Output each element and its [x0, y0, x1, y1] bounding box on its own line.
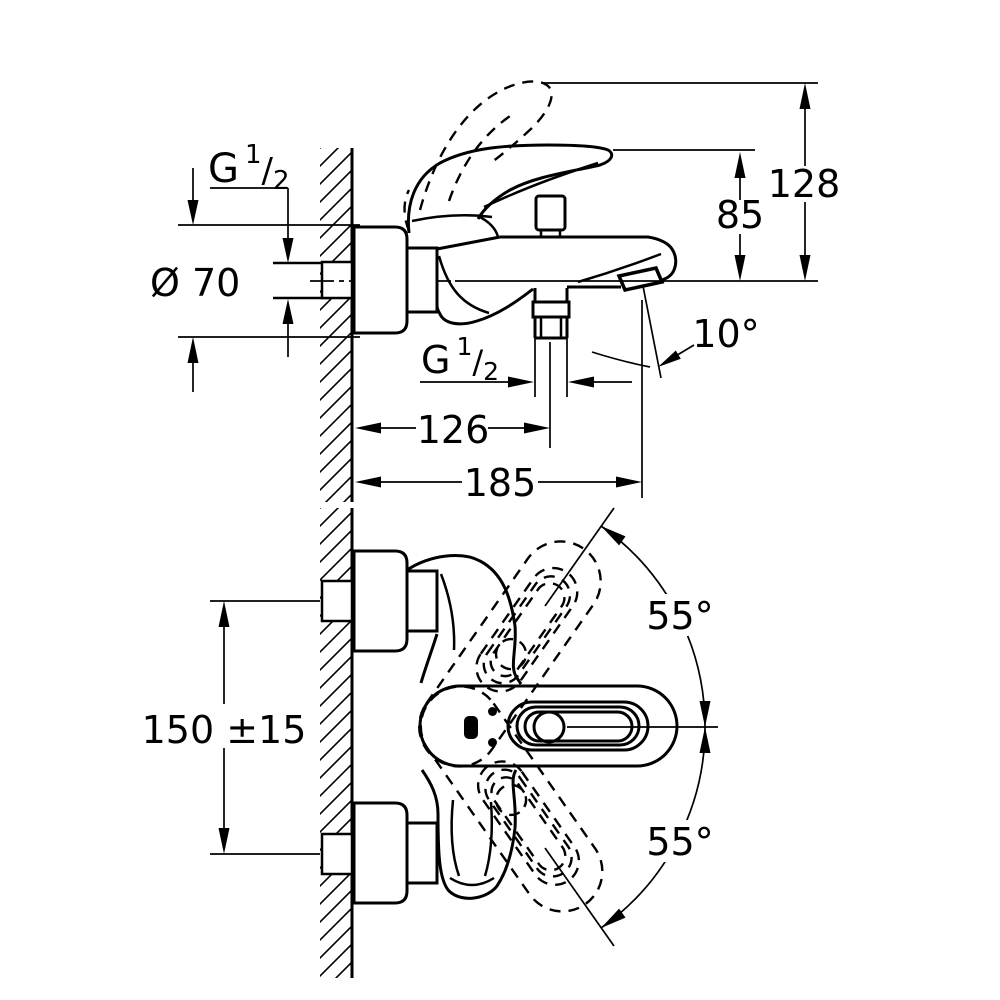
dimension-connection-spacing: 150 ±15: [142, 600, 320, 855]
shower-outlet: [531, 288, 571, 340]
inlet-pipe: [273, 260, 455, 300]
dimension-wall-to-outlet: 126: [355, 342, 551, 452]
swivel-up-label: 55°: [646, 594, 713, 638]
temperature-mark: [464, 716, 478, 739]
hot-dot: [488, 707, 497, 716]
dimension-escutcheon-diameter: Ø 70: [150, 168, 360, 392]
upper-connection: [320, 549, 439, 653]
height-overall-label: 128: [768, 162, 841, 206]
swivel-down-label: 55°: [646, 820, 713, 864]
cold-dot: [488, 738, 497, 747]
wall-to-spout-tip-label: 185: [464, 461, 537, 505]
connection-spacing-label: 150 ±15: [142, 708, 307, 752]
escutcheon-diameter-label: Ø 70: [150, 261, 240, 305]
faucet-body-side: [406, 143, 678, 340]
escutcheon-side: [352, 225, 439, 335]
dimension-wall-to-spout-tip: 185: [355, 461, 642, 505]
dimension-heights: 128 85: [543, 82, 841, 281]
handle-side: [406, 143, 614, 238]
spout-angle-label: 10°: [692, 312, 759, 356]
diverter-knob: [534, 194, 567, 239]
dimension-swivel-angles: 55° 55°: [544, 507, 719, 947]
wall-hatching-front: [320, 508, 354, 978]
wall-hatching-side: [320, 148, 354, 502]
handle-front: [418, 684, 718, 768]
spout-aerator: [616, 265, 665, 293]
lower-connection: [320, 801, 439, 905]
height-handle-label: 85: [716, 193, 764, 237]
front-view: 150 ±15 55° 55°: [142, 507, 719, 978]
wall-to-outlet-label: 126: [417, 408, 490, 452]
handle-raised-dashed: [403, 80, 553, 232]
dimension-spout-angle: 10°: [591, 285, 760, 498]
faucet-body-front: [406, 554, 523, 900]
